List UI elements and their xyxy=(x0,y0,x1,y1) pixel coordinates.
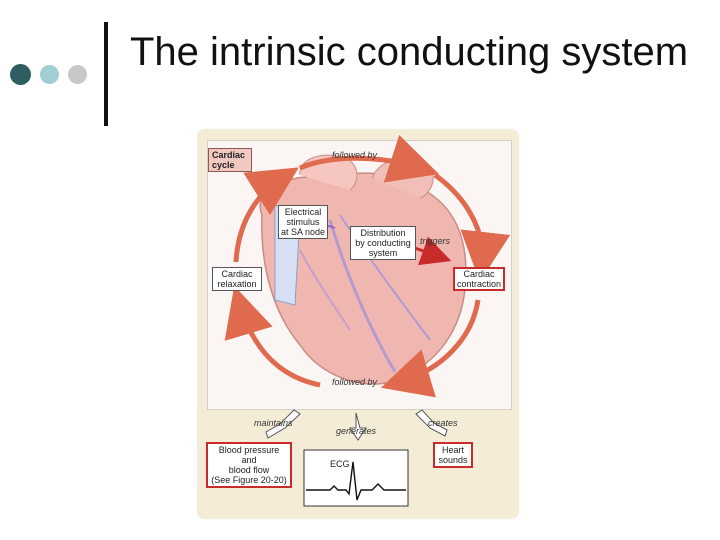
slide-title: The intrinsic conducting system xyxy=(130,30,689,74)
generates-label: generates xyxy=(336,426,377,436)
followed-by-top-label: followed by xyxy=(332,150,378,160)
cardiac-relaxation-box: Cardiac relaxation xyxy=(212,267,262,291)
branch-arrows xyxy=(265,409,448,441)
creates-label: creates xyxy=(428,418,458,428)
title-divider xyxy=(104,22,108,126)
bullet-dot-teal xyxy=(40,65,59,84)
cardiac-cycle-label: Cardiac cycle xyxy=(208,148,252,172)
distribution-box: Distribution by conducting system xyxy=(350,226,416,260)
ecg-label: ECG xyxy=(330,459,350,469)
cardiac-contraction-box: Cardiac contraction xyxy=(453,267,505,291)
blood-pressure-box: Blood pressure and blood flow (See Figur… xyxy=(206,442,292,488)
heart-icon xyxy=(259,154,467,385)
cycle-arrows xyxy=(224,134,511,398)
bullet-dot-dark xyxy=(10,64,31,85)
ecg-trace xyxy=(306,461,406,501)
followed-by-bottom-label: followed by xyxy=(332,377,378,387)
ecg-box xyxy=(303,449,409,507)
maintains-label: maintains xyxy=(254,418,293,428)
bullet-dot-gray xyxy=(68,65,87,84)
triggers-label: triggers xyxy=(420,236,451,246)
heart-sounds-box: Heart sounds xyxy=(433,442,473,468)
electrical-stimulus-box: Electrical stimulus at SA node xyxy=(278,205,328,239)
triggers-arrow xyxy=(411,236,452,266)
